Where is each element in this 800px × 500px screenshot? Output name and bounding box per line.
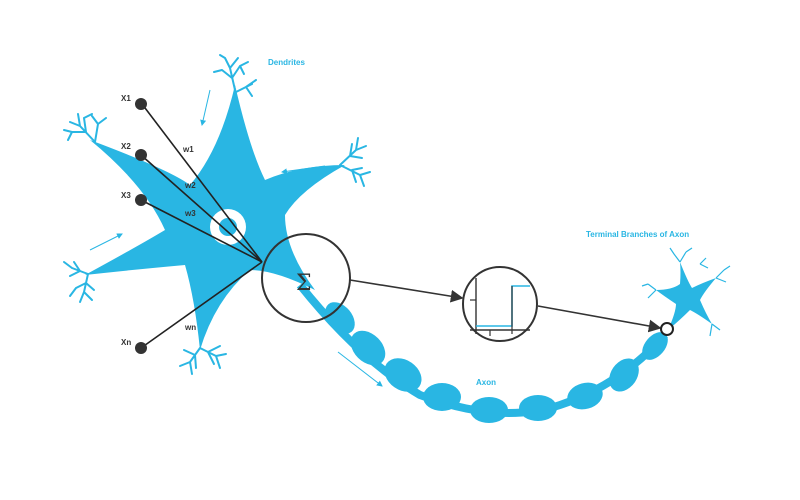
weight-label-w3: w3	[184, 209, 196, 218]
axon	[296, 282, 668, 423]
sum-to-activation-arrow	[349, 279, 464, 303]
input-label-x2: X2	[121, 142, 131, 151]
axon-label: Axon	[476, 378, 496, 387]
sum-symbol: Σ	[296, 271, 312, 296]
input-label-x1: X1	[121, 94, 131, 103]
weight-label-w1: w1	[182, 145, 194, 154]
axon-terminal	[656, 262, 716, 330]
terminal-branches-label: Terminal Branches of Axon	[586, 230, 689, 239]
input-node-x1	[135, 98, 147, 110]
dendrite-branches	[63, 54, 371, 375]
weight-label-wn: wn	[184, 323, 196, 332]
input-lines	[140, 103, 263, 349]
input-node-x2	[135, 149, 147, 161]
output-node-icon	[660, 322, 674, 336]
input-label-xn: Xn	[121, 338, 131, 347]
dendrite-arrows	[89, 89, 383, 387]
step-function-icon	[462, 266, 538, 342]
terminal-branches	[641, 247, 731, 337]
input-label-x3: X3	[121, 191, 131, 200]
input-node-xn	[135, 342, 147, 354]
sigma-circle-icon: Σ	[261, 233, 351, 323]
weight-label-w2: w2	[184, 181, 196, 190]
activation-to-output-arrow	[537, 305, 662, 333]
input-node-x3	[135, 194, 147, 206]
dendrites-label: Dendrites	[268, 58, 305, 67]
